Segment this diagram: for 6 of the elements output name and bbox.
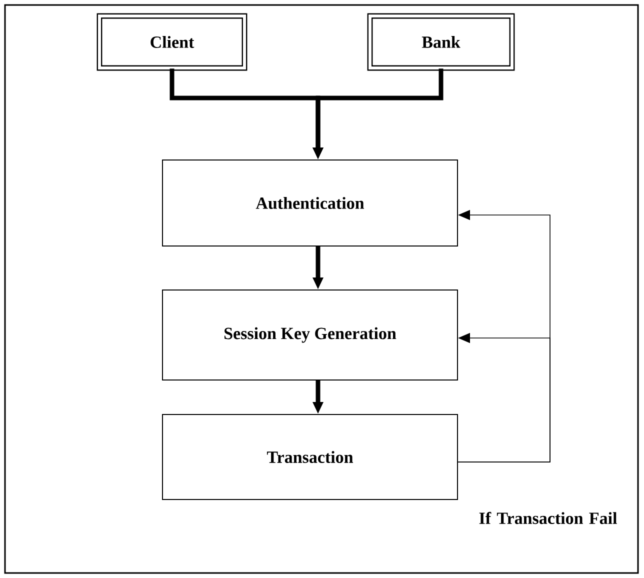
entity-box: Client — [96, 13, 248, 71]
process-box: Authentication — [162, 160, 458, 246]
process-box: Transaction — [162, 414, 458, 500]
condition-note: If Transaction Fail — [479, 512, 617, 524]
process-box: Session Key Generation — [162, 290, 458, 380]
entity-box: Bank — [367, 13, 515, 71]
